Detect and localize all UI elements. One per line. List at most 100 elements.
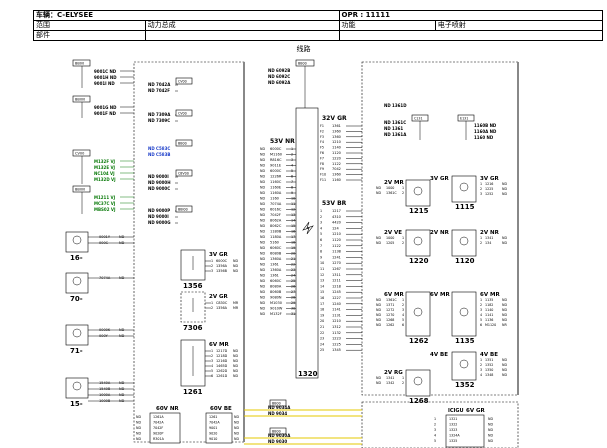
left-wire-label: M132E VJ: [94, 165, 116, 170]
conn-53v-b-pin: 4: [320, 226, 322, 230]
bottom-left-row1: 9020P: [153, 432, 163, 436]
right-component-id: 1268: [409, 397, 429, 405]
mid-component-pin: 1216D: [216, 359, 228, 363]
right-component-pin: 1140: [485, 308, 493, 312]
bottom-center-wire-label: ND 9034: [268, 411, 287, 416]
conn-53v-color: ND: [260, 290, 265, 294]
sensor-icon: [459, 307, 469, 317]
conn-53v-row: 1160: [270, 197, 279, 201]
connector-tag-box: [175, 77, 193, 85]
conn-53v-b-row: 1217: [332, 209, 341, 213]
right-component-pin: 1371: [386, 303, 394, 307]
mid-component-pin: 1356A: [216, 264, 228, 268]
right-component-pin-color: ND: [502, 373, 507, 377]
mid-component-id: 1261: [183, 388, 203, 396]
bottom-right-pinno: 1: [434, 417, 436, 421]
conn-32v-pin: F6: [320, 151, 324, 155]
conn-53v-b-pin: 5: [320, 232, 322, 236]
left-component-box: [65, 377, 89, 399]
left-tag-box: [72, 185, 91, 193]
bottom-left-row2: 9010: [209, 437, 217, 441]
conn-32v-row: 1360: [332, 173, 341, 177]
mid-component-box: [180, 249, 206, 281]
conn-32v-pin: F8: [320, 162, 324, 166]
mid-component-pin-color: ND: [233, 359, 238, 363]
right-component-pin: 1252: [485, 192, 493, 196]
conn-53v-b-row: 1270: [332, 261, 341, 265]
bottom-left-conn2-label: 60V BE: [210, 406, 232, 412]
conn-53v-row: 1226R: [270, 175, 282, 179]
mid-component-pin: 6000C: [216, 259, 228, 263]
right-component-pinno: 3: [480, 308, 482, 312]
part-empty: [338, 30, 603, 41]
mid-left-wire-label: ND 9000I: [148, 174, 169, 179]
right-component-pin-color: ND: [502, 187, 507, 191]
conn-53v-color: ND: [260, 296, 265, 300]
right-component-pin: 1352: [485, 363, 493, 367]
conn-32v-row: 1120: [332, 151, 341, 155]
conn-53v-color: ND: [260, 257, 265, 261]
bottom-left-row1: 7042A: [153, 421, 164, 425]
top-right-wire-label: ND 1361C: [384, 120, 406, 125]
mid-component-pin-color: ND: [233, 354, 238, 358]
right-component-pin: 1361C: [386, 191, 397, 195]
right-component-pinno: 4: [480, 313, 482, 317]
conn-53v-row: M1160: [270, 153, 282, 157]
left-tag-label: CV00: [75, 152, 84, 156]
conn-53v-color: ND: [260, 307, 265, 311]
top-center-wire-label: ND 6092B: [268, 68, 290, 73]
right-component-pin-color: ND: [376, 236, 381, 240]
far-right-tag-label: E131: [460, 117, 468, 121]
mid-component-pinno: 1: [211, 259, 213, 263]
conn-53v-b-row: 1267: [332, 267, 341, 271]
mid-left-wire-label: ND 7042F: [148, 88, 170, 93]
top-center-wire-label: ND 6092A: [268, 80, 291, 85]
right-component-pinno: 2: [480, 241, 482, 245]
conn-53v-b-row: 1240: [332, 302, 341, 306]
conn-32v-row: 7042: [332, 167, 341, 171]
conn-53v-b-row: 1312: [332, 325, 341, 329]
right-component-id: 1115: [455, 203, 475, 211]
right-component-pinno: 1: [480, 358, 482, 362]
conn-53v-b-pin: 9: [320, 255, 322, 259]
right-component-conn-alt: 6V MR: [480, 292, 500, 298]
conn-53v-b-pin: 25: [320, 348, 324, 352]
conn-53v-row: 1361: [270, 274, 279, 278]
conn-53v-b-row: 1345: [332, 348, 341, 352]
right-component-id: 1352: [455, 381, 475, 389]
conn-53v-b-row: 1241: [332, 255, 341, 259]
ecu-box: [295, 107, 319, 379]
conn-53v-row: 5160: [270, 241, 279, 245]
right-component-pinno: 2: [480, 187, 482, 191]
right-component-pinno: 4: [480, 373, 482, 377]
right-component-pin-color: NR: [502, 323, 507, 327]
bottom-center-tag-label: BB00: [272, 430, 281, 434]
conn-53v-row: 1361: [270, 263, 279, 267]
conn-53v-b-row: 1223: [332, 337, 341, 341]
conn-53v-color: ND: [260, 235, 265, 239]
conn-53v-row: 6000C: [270, 169, 282, 173]
right-component-id: 1135: [455, 337, 475, 345]
right-component-pin: 1361C: [386, 298, 397, 302]
right-component-pin: 1225: [485, 187, 493, 191]
conn-53v-color: ND: [260, 230, 265, 234]
mid-left-wire-label: ND 7309A: [148, 112, 171, 117]
mid-component-pinno: 1: [211, 349, 213, 353]
bottom-right-pinno: 3: [434, 428, 436, 432]
right-component-box: [405, 369, 431, 397]
bottom-left-color2: ND: [234, 437, 239, 441]
right-component-pin: 1341: [485, 236, 493, 240]
right-component-pin: M1120: [485, 323, 496, 327]
conn-32v-pin: F4: [320, 140, 324, 144]
conn-53v-color: ND: [260, 180, 265, 184]
right-component-pin-color: ND: [502, 313, 507, 317]
bottom-left-conn2-box: [205, 412, 233, 444]
top-center-tag-label: BB00: [298, 62, 307, 66]
right-component-pinno: 3: [402, 308, 404, 312]
conn-53v-color: ND: [260, 279, 265, 283]
connector-tag-label: CV00: [178, 80, 187, 84]
conn-32v-pin: F5: [320, 146, 324, 150]
bottom-left-color2: ND: [234, 415, 239, 419]
mid-component-conn: 6V MR: [209, 342, 229, 348]
conn-53v-color: ND: [260, 224, 265, 228]
